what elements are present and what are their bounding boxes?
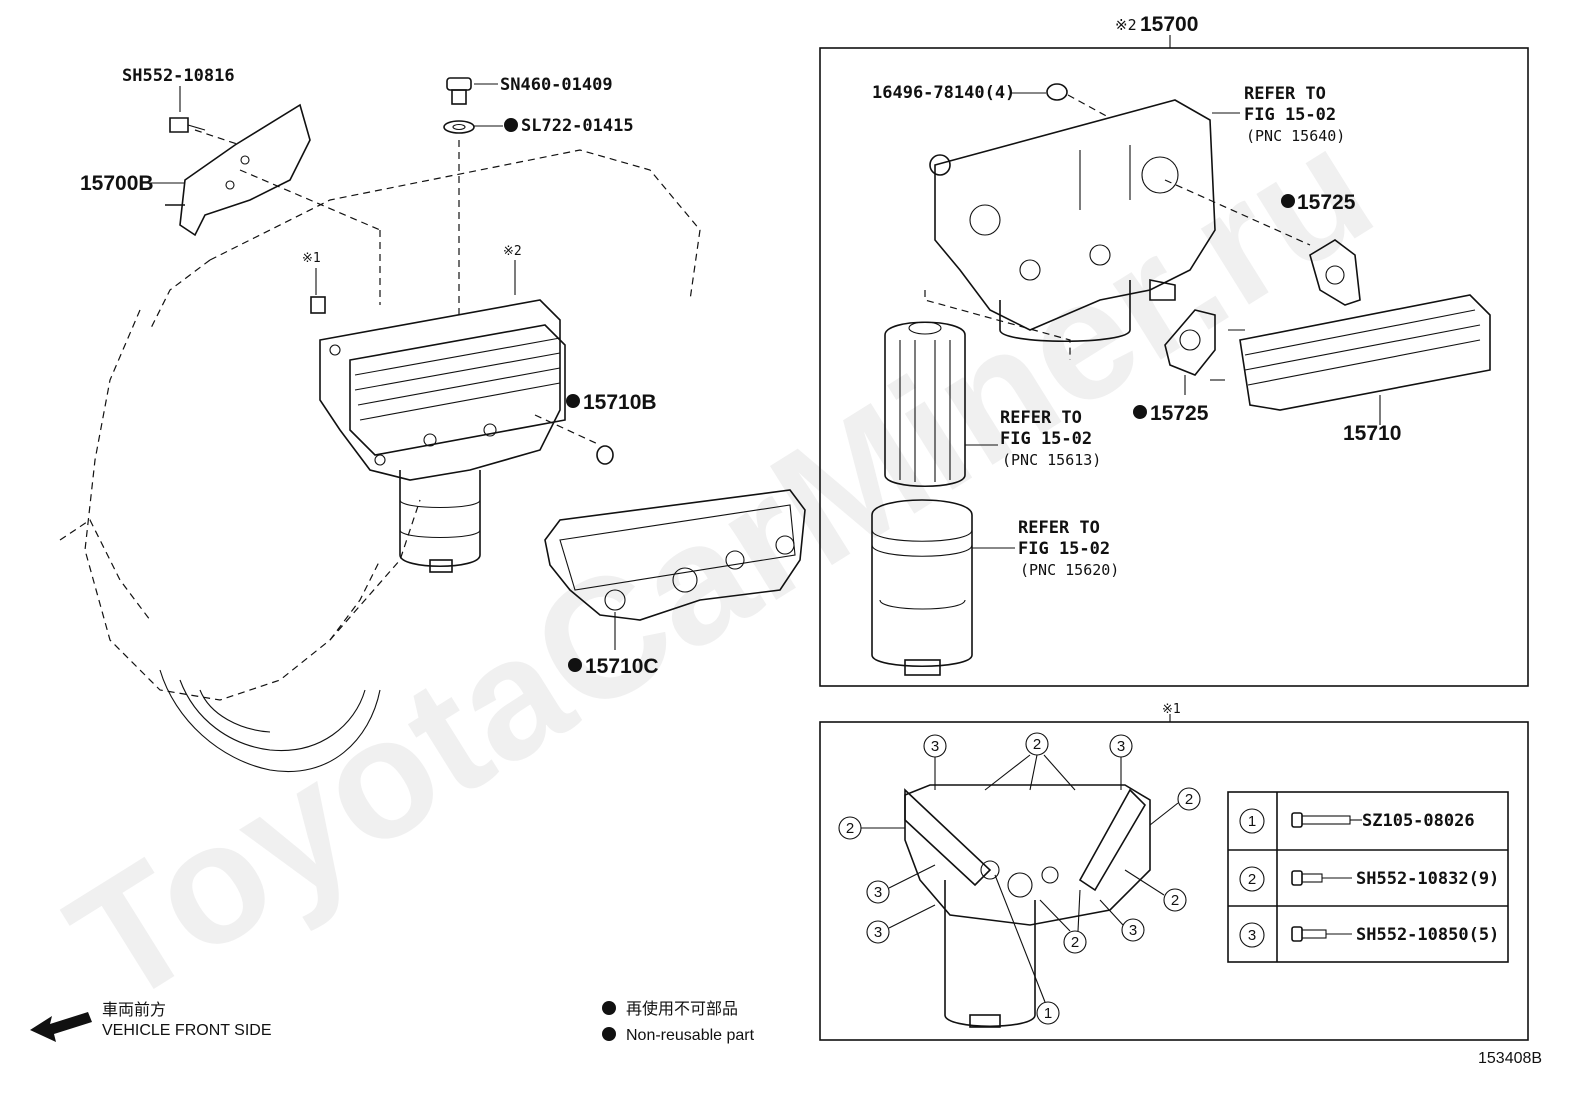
callout-2-right-upper: 2 xyxy=(1177,787,1201,811)
label-15725-b: 15725 xyxy=(1150,402,1209,425)
callout-3-top-left: 3 xyxy=(923,734,947,758)
svg-text:1: 1 xyxy=(1248,813,1256,830)
bolt-row-1: 1 SZ105-08026 xyxy=(1239,808,1475,834)
svg-text:(PNC 15613): (PNC 15613) xyxy=(1002,451,1101,469)
callout-2-bottom: 2 xyxy=(1063,930,1087,954)
gaskets-15725 xyxy=(1164,239,1361,395)
callout-2-left: 2 xyxy=(838,816,862,840)
svg-text:FIG 15-02: FIG 15-02 xyxy=(1244,105,1336,125)
label-16496: 16496-78140(4) xyxy=(872,83,1015,103)
svg-text:SH552-10832(9): SH552-10832(9) xyxy=(1356,869,1499,889)
bolt-icon-long xyxy=(1291,812,1362,828)
svg-text:SZ105-08026: SZ105-08026 xyxy=(1362,811,1475,831)
svg-text:2: 2 xyxy=(846,820,854,837)
direction-jp: 車両前方 xyxy=(102,1001,166,1019)
svg-text:SH552-10850(5): SH552-10850(5) xyxy=(1356,925,1499,945)
nonreuse-dot-15710c xyxy=(568,658,582,672)
assembly-15700-box xyxy=(819,47,1529,687)
cooler-element-15710 xyxy=(1210,294,1491,425)
svg-text:3: 3 xyxy=(1117,738,1125,755)
callout-2-top: 2 xyxy=(1025,732,1049,756)
label-15710: 15710 xyxy=(1343,422,1401,445)
nonreuse-dot-15725b xyxy=(1133,405,1147,419)
callout-3-left-mid: 3 xyxy=(866,880,890,904)
legend: 車両前方 VEHICLE FRONT SIDE 再使用不可部品 Non-reus… xyxy=(30,1000,1542,1067)
label-15725-a: 15725 xyxy=(1297,191,1356,214)
main-group-marker: ※2 xyxy=(1115,16,1137,34)
svg-text:REFER TO: REFER TO xyxy=(1244,84,1326,104)
svg-text:3: 3 xyxy=(874,924,882,941)
label-sh552-10816: SH552-10816 xyxy=(122,66,235,86)
bolt-position-sketch xyxy=(904,784,1151,1028)
callouts: 3 2 3 2 2 3 3 1 2 3 2 xyxy=(838,732,1201,1025)
main-group-part: 15700 xyxy=(1140,13,1198,36)
nonreuse-dot-15725a xyxy=(1281,194,1295,208)
figure-code: 153408B xyxy=(1478,1050,1542,1067)
direction-en: VEHICLE FRONT SIDE xyxy=(102,1022,272,1039)
oil-filter-cap xyxy=(871,499,1015,676)
oil-cooler-assembly xyxy=(310,296,614,573)
svg-text:3: 3 xyxy=(1248,927,1256,944)
svg-text:(PNC 15620): (PNC 15620) xyxy=(1020,561,1119,579)
nonreuse-dot-legend-2 xyxy=(602,1027,616,1041)
svg-text:2: 2 xyxy=(1033,736,1041,753)
svg-text:REFER TO: REFER TO xyxy=(1018,518,1100,538)
svg-text:FIG 15-02: FIG 15-02 xyxy=(1018,539,1110,559)
label-sl722-01415: SL722-01415 xyxy=(521,116,634,136)
nonreuse-dot-15710b xyxy=(566,394,580,408)
bolt-row-2: 2 SH552-10832(9) xyxy=(1239,866,1499,892)
label-15710c: 15710C xyxy=(585,655,659,678)
svg-text:2: 2 xyxy=(1071,934,1079,951)
callout-3-top-right: 3 xyxy=(1109,734,1133,758)
part-labels: ※2 15700 ※1 SH552-10816 SN460-01409 SL72… xyxy=(80,13,1401,717)
callout-1-bottom: 1 xyxy=(1036,1001,1060,1025)
callout-3-left-low: 3 xyxy=(866,920,890,944)
callout-3-right-low: 3 xyxy=(1121,918,1145,942)
callout-2-right-low: 2 xyxy=(1163,888,1187,912)
drain-plug xyxy=(443,77,475,315)
bolt-icon-short xyxy=(1291,870,1352,886)
svg-text:REFER TO: REFER TO xyxy=(1000,408,1082,428)
svg-text:3: 3 xyxy=(874,884,882,901)
oil-filter-element xyxy=(884,321,998,487)
svg-text:2: 2 xyxy=(1171,892,1179,909)
label-mark1: ※1 xyxy=(302,251,321,266)
watermark-text: ToyotaCarMiner.ru xyxy=(39,91,1403,1041)
svg-text:FIG 15-02: FIG 15-02 xyxy=(1000,429,1092,449)
label-15710b: 15710B xyxy=(583,391,657,414)
label-mark2: ※2 xyxy=(503,244,522,259)
label-sn460-01409: SN460-01409 xyxy=(500,75,613,95)
svg-text:1: 1 xyxy=(1044,1005,1052,1022)
engine-outline xyxy=(59,149,701,772)
bolt-detail-box xyxy=(819,721,1529,1041)
label-15700b: 15700B xyxy=(80,172,154,195)
svg-text:(PNC 15640): (PNC 15640) xyxy=(1246,127,1345,145)
detail-marker: ※1 xyxy=(1162,702,1181,717)
nonreuse-dot-sl722 xyxy=(504,118,518,132)
svg-text:2: 2 xyxy=(1248,871,1256,888)
svg-text:2: 2 xyxy=(1185,791,1193,808)
cooler-body xyxy=(924,83,1311,360)
front-arrow-icon xyxy=(30,1012,92,1042)
nonreuse-dot-legend-1 xyxy=(602,1001,616,1015)
gasket-15710c xyxy=(544,489,806,650)
bolt-icon-medium xyxy=(1291,926,1352,942)
nonreuse-en: Non-reusable part xyxy=(626,1027,755,1044)
nonreuse-jp: 再使用不可部品 xyxy=(626,1000,738,1018)
svg-text:3: 3 xyxy=(931,738,939,755)
bolt-row-3: 3 SH552-10850(5) xyxy=(1239,922,1499,948)
svg-text:3: 3 xyxy=(1129,922,1137,939)
bracket-15700b xyxy=(165,103,381,305)
bolt-table: 1 SZ105-08026 2 SH552-10832(9) 3 xyxy=(1227,791,1509,963)
